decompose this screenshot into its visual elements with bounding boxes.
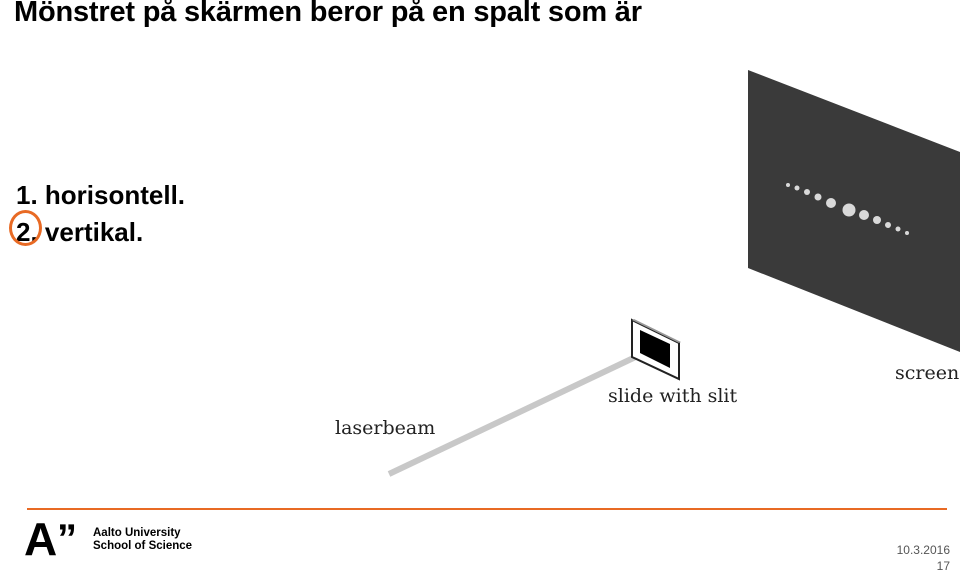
slide-title: Mönstret på skärmen beror på en spalt so… bbox=[14, 0, 642, 28]
slide-with-slit bbox=[631, 318, 681, 381]
logo-school-name: School of Science bbox=[93, 540, 193, 552]
page-number: 17 bbox=[936, 559, 950, 573]
footer-date: 10.3.2016 bbox=[896, 543, 950, 557]
aalto-logo: A ” Aalto University School of Science bbox=[24, 516, 214, 565]
aalto-quote-mark-icon: ” bbox=[57, 517, 77, 561]
label-laserbeam: laserbeam bbox=[335, 417, 436, 439]
diffraction-pattern bbox=[786, 183, 909, 235]
aalto-a-logo-icon: A bbox=[24, 513, 58, 565]
logo-university-name: Aalto University bbox=[93, 527, 181, 539]
laser-beam bbox=[387, 349, 648, 477]
option-horizontal: 1. horisontell. bbox=[16, 180, 186, 210]
label-screen: screen bbox=[895, 362, 960, 384]
answer-highlight-circle bbox=[9, 210, 42, 246]
label-slide-with-slit: slide with slit bbox=[608, 385, 738, 407]
footer-divider bbox=[27, 508, 947, 510]
